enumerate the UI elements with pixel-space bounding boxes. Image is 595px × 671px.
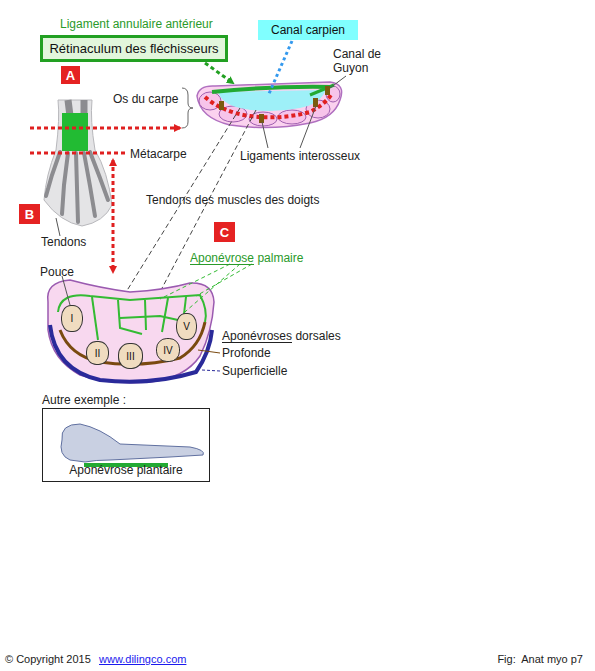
finger-bones	[46, 152, 108, 222]
label-text: Aponévrose palmaire	[190, 251, 303, 265]
section-line	[30, 127, 180, 130]
guyon-roof	[310, 85, 334, 95]
term-box: Rétinaculum des fléchisseurs	[40, 35, 228, 62]
label-text: Métacarpe	[130, 147, 187, 161]
panel-letter: A	[61, 66, 80, 84]
leader-line	[178, 264, 240, 318]
finger-bone	[62, 153, 68, 214]
node-text: Rétinaculum des fléchisseurs	[49, 41, 218, 56]
node-text: IV	[163, 345, 172, 356]
leader-line	[330, 76, 346, 88]
ligament	[325, 86, 330, 95]
node-text: II	[95, 348, 101, 359]
finger-bone	[46, 152, 60, 196]
label-text: Ligaments interosseux	[240, 149, 360, 163]
metacarpal-bone: V	[176, 313, 197, 340]
hand-section	[48, 280, 214, 383]
leader-line	[160, 264, 230, 299]
node-text: B	[25, 207, 34, 222]
label-text: Superficielle	[222, 364, 287, 378]
carpal-region	[62, 113, 88, 151]
pointer-line	[268, 41, 292, 96]
term-box: Canal carpien	[258, 20, 358, 40]
carpal-section	[197, 82, 342, 128]
underline	[222, 342, 292, 343]
leader-lines	[160, 264, 252, 318]
brace	[182, 88, 193, 128]
interosseous-ligaments	[219, 86, 330, 123]
label-text: Tendons des muscles des doigts	[146, 193, 319, 207]
carpal-bone	[326, 86, 340, 102]
label-text: www.dilingco.com	[99, 652, 186, 666]
node-text: A	[66, 68, 75, 83]
panel-letter: C	[214, 222, 235, 242]
node-text: III	[126, 351, 134, 362]
metacarpal-bone: I	[61, 305, 83, 332]
leader-line	[202, 370, 220, 371]
example-frame: Autre exemple : Aponévrose plantaire	[42, 393, 210, 482]
finger-bone	[76, 153, 78, 222]
node-text: I	[71, 313, 74, 324]
fascia-line	[145, 300, 146, 330]
leader-line	[62, 276, 70, 305]
metacarpal-bone: IV	[156, 338, 180, 362]
frame-heading: Autre exemple :	[42, 393, 126, 407]
leader-line	[198, 350, 220, 353]
node-text: C	[220, 225, 229, 240]
section-line	[205, 95, 331, 117]
label-text: Aponévroses dorsales	[222, 329, 341, 343]
metacarpal-bone: II	[86, 341, 109, 365]
node-text: Aponévrose plantaire	[42, 463, 210, 477]
label-text: © Copyright 2015	[5, 652, 91, 666]
pointer-arrow	[205, 63, 233, 83]
leader-line	[262, 122, 268, 148]
hand-silhouette	[44, 100, 112, 226]
underline	[190, 264, 254, 265]
fascia-line	[92, 297, 98, 340]
label-text: Tendons	[41, 235, 86, 249]
section-line	[30, 152, 126, 155]
label-text: Pouce	[40, 265, 74, 279]
label-text: Os du carpe	[113, 92, 178, 106]
leader-line	[56, 218, 60, 236]
label-text: Profonde	[222, 346, 271, 360]
fascia-line	[120, 316, 178, 320]
fascia-line	[162, 298, 168, 332]
finger-bone	[90, 152, 108, 200]
ligament	[219, 101, 224, 110]
label-text: Ligament annulaire antérieur	[60, 17, 213, 31]
carpal-tunnel	[218, 90, 326, 111]
label-text: Fig: Anat myo p7	[497, 652, 583, 666]
ligament	[259, 114, 264, 123]
panel-letter: B	[19, 204, 40, 224]
ligament	[313, 98, 318, 107]
section-arrow	[112, 160, 115, 272]
node-text: Canal carpien	[271, 23, 345, 37]
label-text: Canal de Guyon	[333, 47, 387, 75]
metacarpal-bone: III	[118, 343, 143, 369]
node-text: V	[183, 321, 190, 332]
leader-line	[300, 106, 316, 148]
foot-skeleton	[61, 424, 203, 462]
leader-line	[196, 264, 252, 296]
palmar-fascia	[58, 295, 206, 340]
